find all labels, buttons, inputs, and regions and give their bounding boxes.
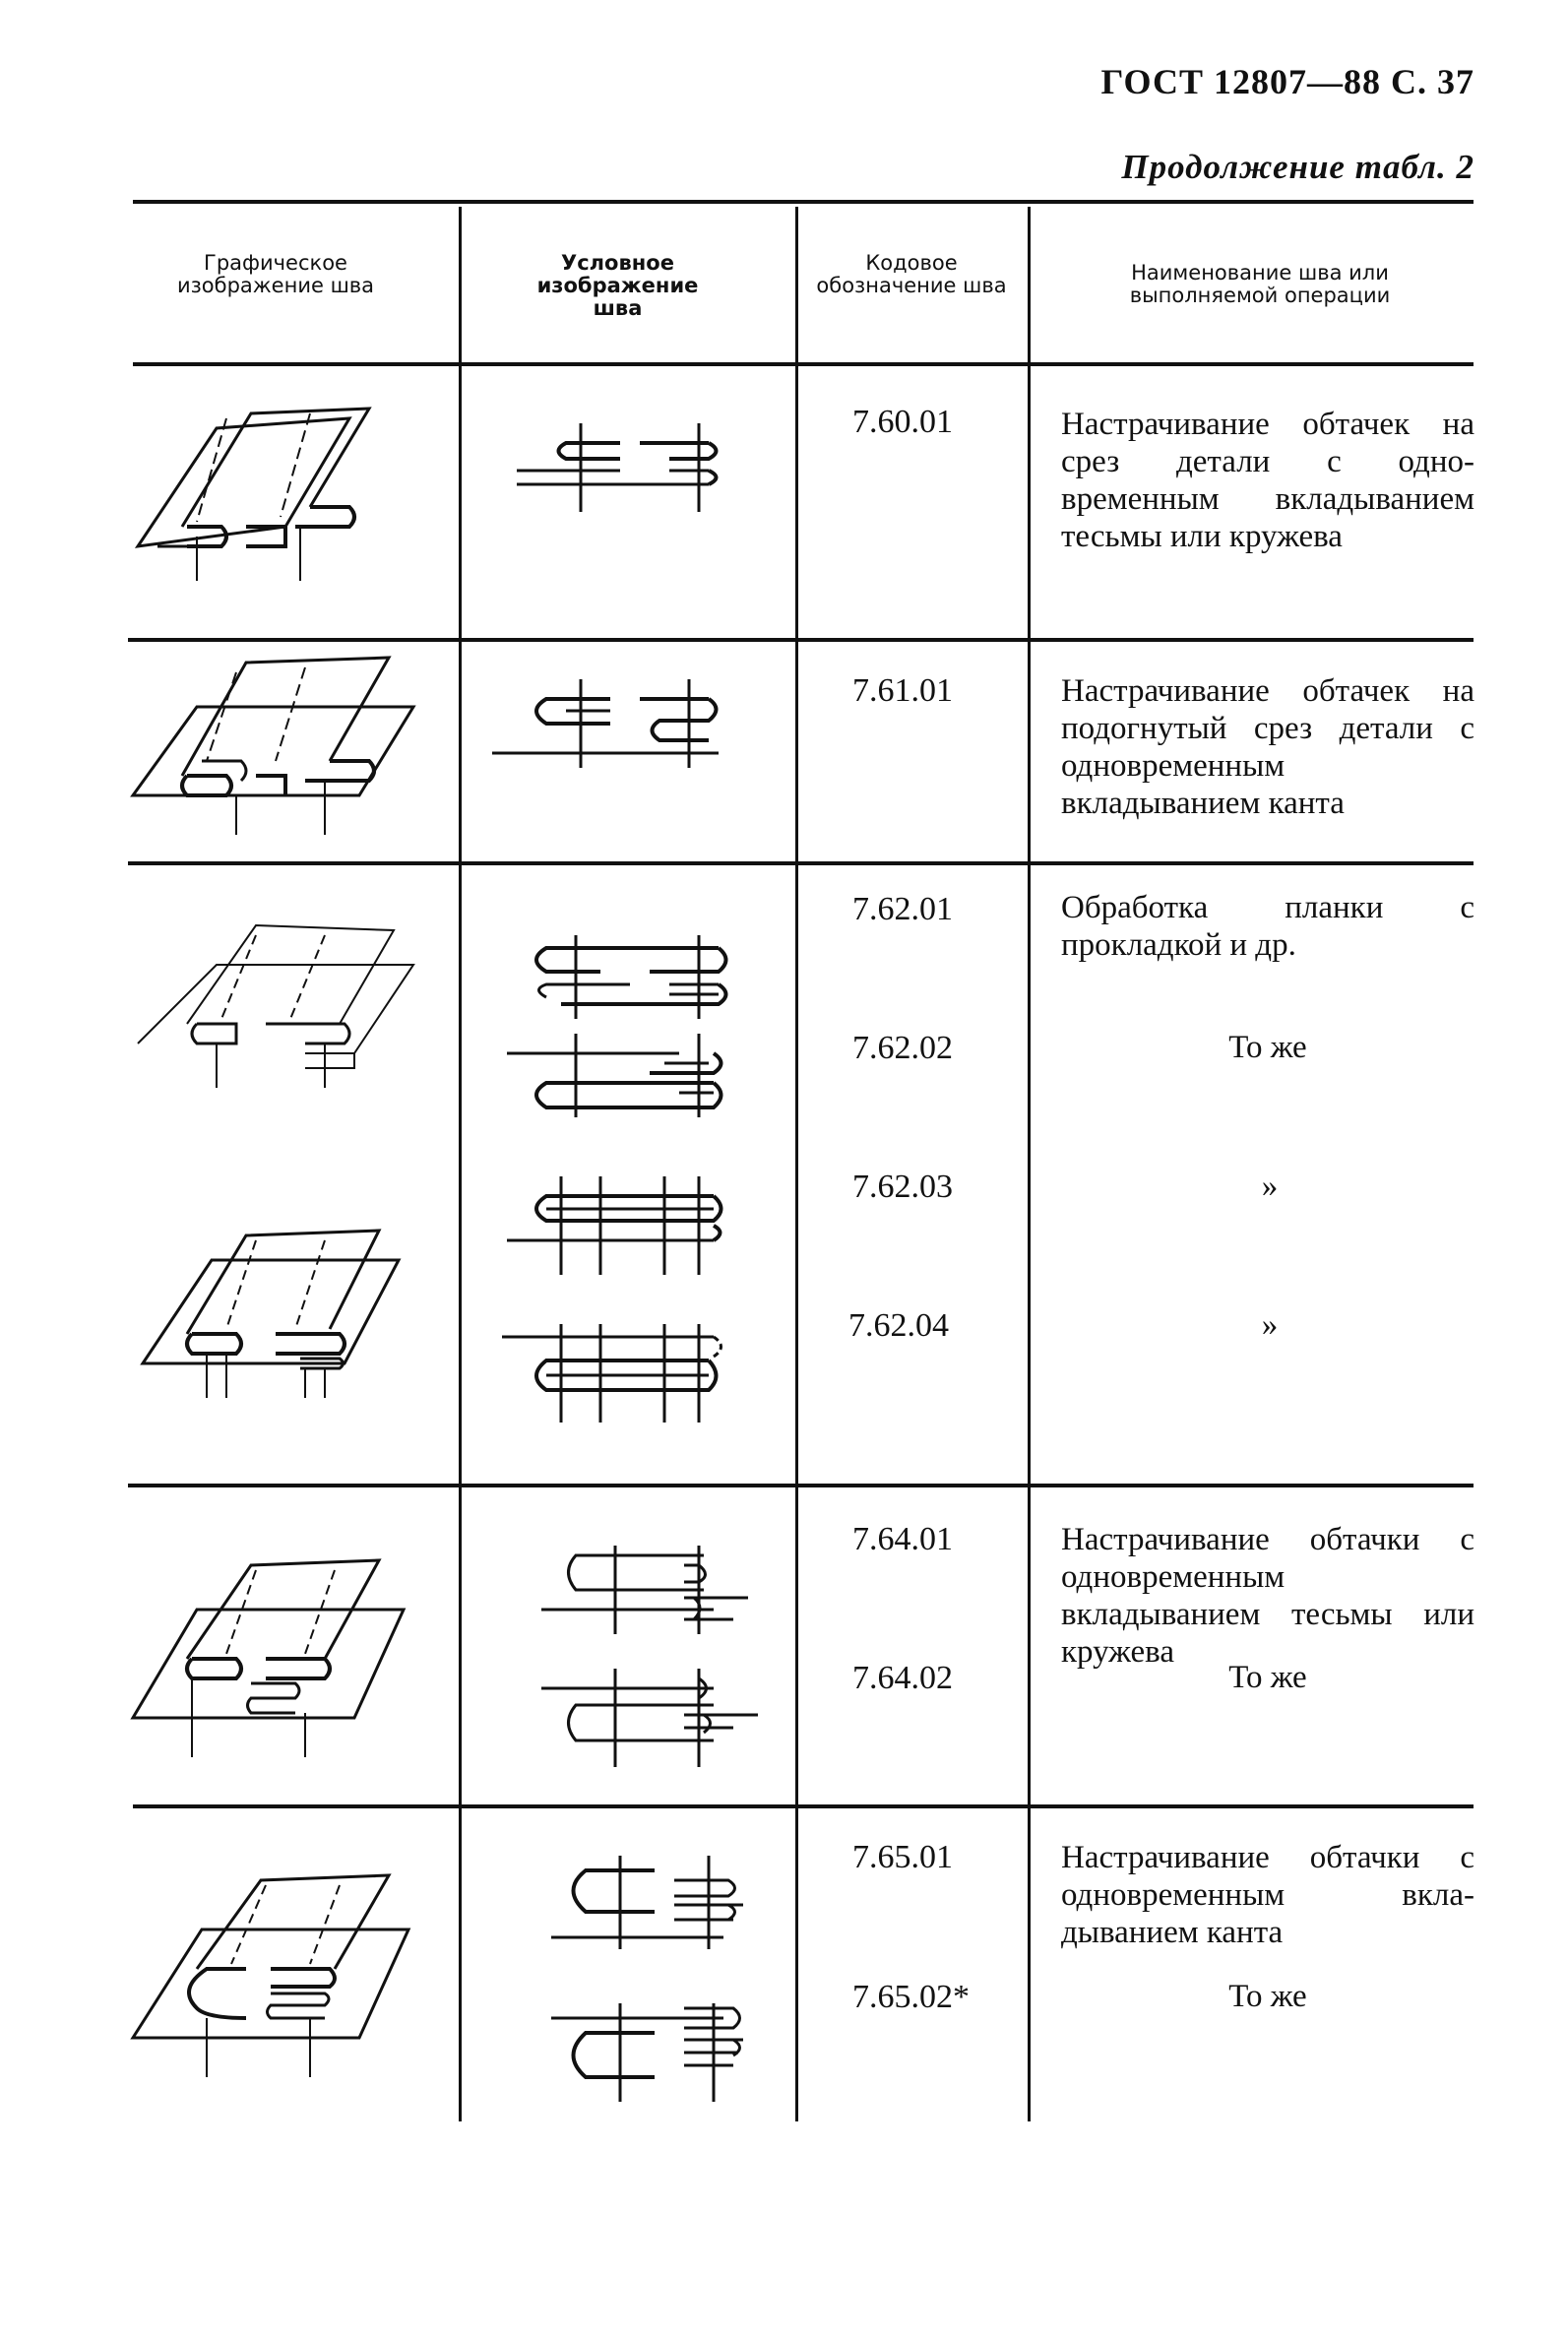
column-divider	[795, 207, 798, 2121]
seam-symbol	[507, 1176, 723, 1275]
row-separator	[128, 1484, 1474, 1487]
column-header-code: Кодовое обозначение шва	[816, 251, 1007, 297]
seam-name: Настрачивание обтачек на срез детали с о…	[1061, 407, 1474, 554]
seam-code: 7.64.02	[852, 1660, 953, 1696]
header-bottom-rule	[133, 362, 1474, 366]
seam-code: 7.62.03	[852, 1169, 953, 1205]
seam-symbol	[551, 2003, 743, 2102]
column-header-name: Наименование шва или выполняемой операци…	[1129, 261, 1391, 307]
seam-name: »	[1261, 1169, 1279, 1204]
seam-name: »	[1261, 1307, 1279, 1343]
table-top-rule	[133, 200, 1474, 204]
seam-name: Обработка планки с прокладкой и др.	[1061, 890, 1474, 963]
column-header-graphic: Графическое изображение шва	[176, 251, 375, 297]
row-separator	[133, 1804, 1474, 1808]
seam-graphic-illustration	[134, 407, 372, 581]
seam-code: 7.60.01	[852, 404, 953, 440]
table-continuation-label: Продолжение табл. 2	[1121, 148, 1474, 186]
seam-symbol	[541, 1669, 758, 1767]
column-divider	[459, 207, 462, 2121]
seam-symbol	[541, 1546, 748, 1634]
seam-graphic-illustration	[130, 656, 416, 835]
seam-name: Настрачивание обта­чек на подогнутый сре…	[1061, 673, 1474, 821]
seam-name: Настрачивание обтач­ки с одновременным в…	[1061, 1522, 1474, 1670]
seam-name: То же	[1228, 1660, 1307, 1695]
seam-symbol	[502, 1324, 722, 1423]
seam-code: 7.62.04	[848, 1307, 949, 1344]
seam-graphic-illustration	[130, 1558, 407, 1757]
row-separator	[128, 638, 1474, 642]
seam-code: 7.62.02	[852, 1030, 953, 1066]
seam-code: 7.65.01	[852, 1839, 953, 1875]
seam-name: Настрачивание обтачки с одновременным вк…	[1061, 1840, 1474, 1950]
seam-code: 7.61.01	[852, 672, 953, 709]
standard-page-header: ГОСТ 12807—88 С. 37	[1100, 62, 1474, 101]
seam-symbol	[534, 935, 728, 1019]
column-header-symbol: Условное изображение шва	[536, 251, 699, 320]
seam-name: То же	[1228, 1030, 1307, 1065]
column-divider	[1028, 207, 1031, 2121]
seam-graphic-illustration	[130, 1873, 411, 2077]
seam-symbol	[492, 679, 719, 768]
seam-code: 7.64.01	[852, 1521, 953, 1557]
seam-name: То же	[1228, 1979, 1307, 2014]
seam-code: 7.65.02*	[852, 1979, 970, 2015]
seam-graphic-illustration	[137, 923, 415, 1088]
seam-graphic-illustration	[140, 1229, 402, 1398]
seam-symbol	[507, 1034, 723, 1117]
seam-symbol	[517, 423, 719, 512]
seam-symbol	[551, 1856, 743, 1949]
seam-code: 7.62.01	[852, 891, 953, 927]
row-separator	[128, 861, 1474, 865]
